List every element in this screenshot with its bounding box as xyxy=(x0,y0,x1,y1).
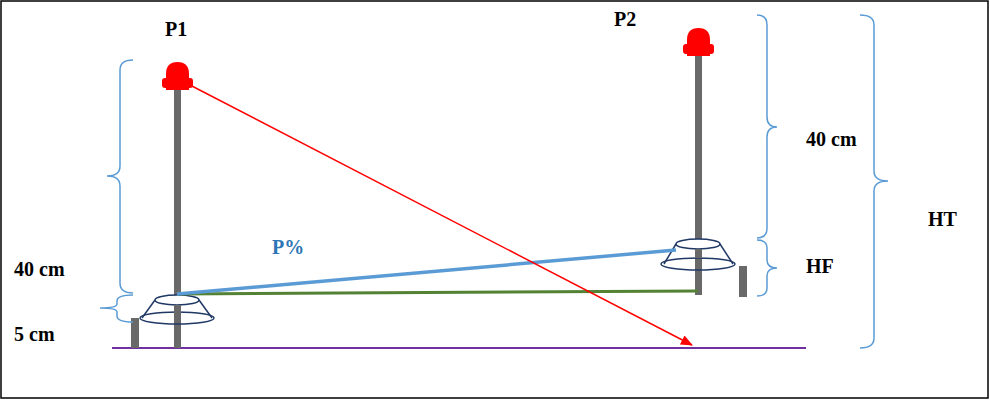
dimension-label: 40 cm xyxy=(14,258,65,280)
dimension-label: 5 cm xyxy=(14,323,55,345)
slope-line xyxy=(177,250,676,294)
foot-post xyxy=(739,266,747,297)
level-line xyxy=(177,291,698,294)
red-cap xyxy=(162,62,193,90)
pole xyxy=(174,86,181,348)
dimension-label: HF xyxy=(806,255,834,277)
pole-name: P2 xyxy=(614,8,636,30)
ground-line xyxy=(112,347,806,349)
slope-label: P% xyxy=(272,236,304,258)
level-bubble xyxy=(661,239,735,270)
red-cap xyxy=(683,28,714,56)
dimension-label: HT xyxy=(928,208,957,230)
level-bubble xyxy=(140,295,214,324)
dimension-braces xyxy=(100,15,888,348)
dimension-label: 40 cm xyxy=(806,128,857,150)
pole-name: P1 xyxy=(165,18,187,40)
sight-line xyxy=(188,84,692,345)
